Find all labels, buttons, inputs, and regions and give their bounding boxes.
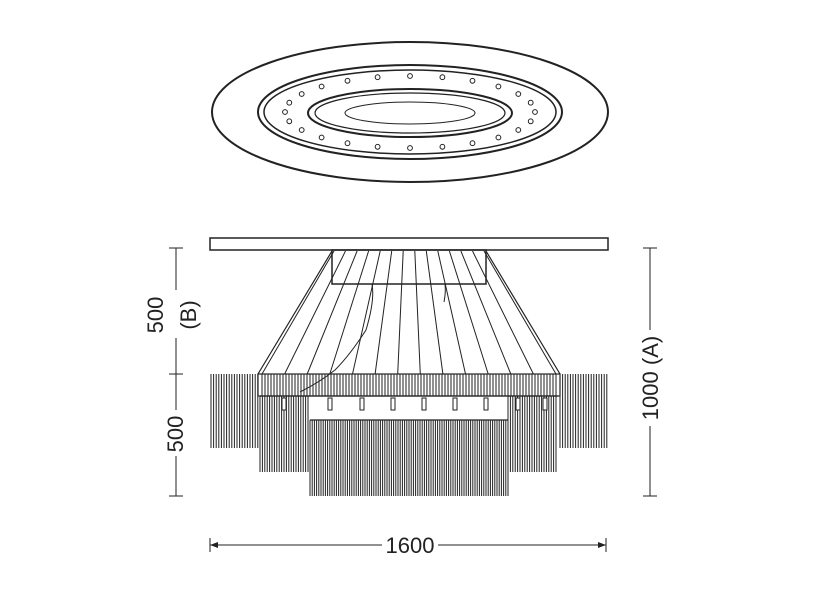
light-bulb bbox=[390, 397, 396, 411]
top-view-dot bbox=[495, 134, 502, 141]
total-height-label: 1000 (A) bbox=[638, 336, 663, 420]
canopy-plate bbox=[209, 237, 609, 251]
upper-height-label: (B) bbox=[176, 300, 201, 329]
top-view-dot bbox=[532, 109, 538, 115]
top-view-dot bbox=[282, 109, 288, 115]
upper-height-value: 500 bbox=[143, 297, 168, 334]
top-view-dot bbox=[515, 127, 522, 133]
suspension-wire bbox=[261, 250, 335, 375]
light-bulbs bbox=[281, 397, 548, 411]
suspension-wire bbox=[397, 250, 404, 375]
top-view-dot bbox=[439, 74, 446, 81]
suspension-wire bbox=[425, 250, 444, 375]
power-cable-2 bbox=[443, 283, 446, 303]
light-bulb bbox=[359, 397, 365, 411]
center-ring-inner-ellipse bbox=[314, 92, 506, 134]
suspension-wire bbox=[306, 250, 358, 375]
ring-inner-ellipse bbox=[263, 69, 557, 155]
light-bulb bbox=[281, 397, 287, 411]
top-view-dot bbox=[318, 134, 325, 141]
suspension-wire bbox=[472, 250, 534, 375]
top-view-dot bbox=[495, 83, 502, 90]
top-view-dot bbox=[407, 145, 413, 151]
light-bulb bbox=[542, 397, 548, 411]
top-view-dot bbox=[286, 118, 293, 125]
suspension-wire bbox=[414, 250, 421, 375]
ring-outer-ellipse bbox=[257, 64, 563, 160]
suspension-wire bbox=[437, 250, 466, 375]
top-view-dot bbox=[527, 99, 534, 106]
center-ring-outer-ellipse bbox=[307, 88, 513, 138]
width-label: 1600 bbox=[386, 533, 435, 558]
suspension-wire-outer-left bbox=[257, 250, 333, 375]
suspension-wire bbox=[329, 250, 370, 375]
light-bulb bbox=[483, 397, 489, 411]
dimension-lines: 1600 1000 (A) 500 (B) 500 bbox=[140, 247, 664, 558]
top-view-dots bbox=[282, 73, 538, 151]
power-cable bbox=[299, 283, 374, 393]
top-view-dot bbox=[469, 140, 476, 147]
suspension-wire bbox=[460, 250, 512, 375]
width-arrow-right bbox=[598, 542, 606, 548]
top-view-dot bbox=[286, 99, 293, 106]
light-bulb bbox=[515, 397, 521, 411]
top-view-dot bbox=[318, 83, 325, 90]
suspension-wire bbox=[483, 250, 557, 375]
suspension-wire bbox=[284, 250, 346, 375]
center-disc-ellipse bbox=[344, 101, 476, 125]
suspension-wire bbox=[374, 250, 393, 375]
top-view-dot bbox=[439, 143, 446, 150]
top-view-dot bbox=[344, 77, 351, 84]
light-bulb bbox=[327, 397, 333, 411]
width-arrow-left bbox=[210, 542, 218, 548]
top-view-dot bbox=[469, 77, 476, 84]
canopy-outer-ellipse bbox=[211, 41, 609, 183]
side-view bbox=[209, 237, 609, 496]
suspension-wire-outer-right bbox=[485, 250, 561, 375]
upper-box bbox=[331, 249, 487, 285]
suspension-wire bbox=[352, 250, 381, 375]
top-view-dot bbox=[515, 91, 522, 97]
top-view-dot bbox=[298, 127, 305, 133]
top-view-dot bbox=[407, 73, 413, 79]
top-view-dot bbox=[344, 140, 351, 147]
light-bulb bbox=[452, 397, 458, 411]
top-view-dot bbox=[374, 143, 381, 150]
suspension-wire bbox=[448, 250, 489, 375]
crystal-rods bbox=[210, 374, 608, 496]
top-view-dot bbox=[374, 74, 381, 81]
top-view-dot bbox=[527, 118, 534, 125]
top-view-dot bbox=[298, 91, 305, 97]
top-view bbox=[211, 41, 609, 183]
light-bulb bbox=[421, 397, 427, 411]
suspension-wires bbox=[257, 250, 561, 375]
lower-height-label: 500 bbox=[163, 416, 188, 453]
